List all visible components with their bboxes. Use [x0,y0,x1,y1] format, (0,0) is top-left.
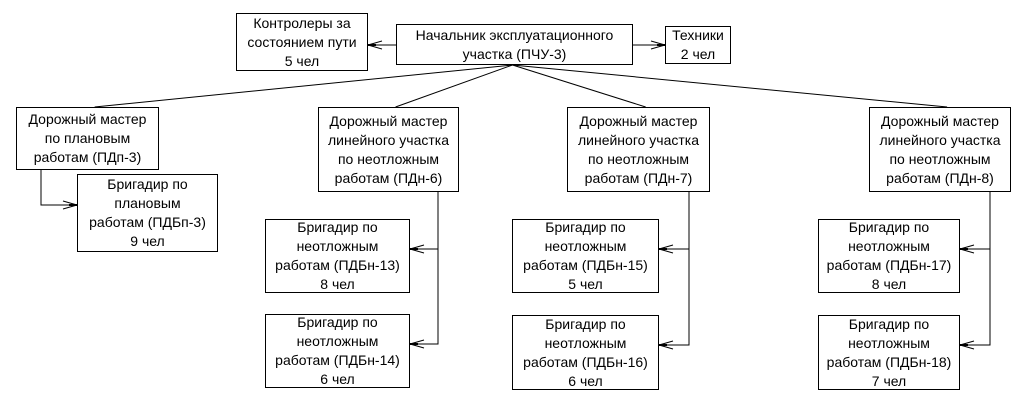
node-pdbn17-foreman: Бригадир по неотложным работам (ПДБн-17)… [818,219,960,293]
node-label: Бригадир по неотложным работам (ПДБн-16)… [523,315,648,389]
node-pdn7-master: Дорожный мастер линейного участка по нео… [567,107,710,192]
node-label: Контролеры за состоянием пути 5 чел [247,14,357,69]
edge-pchu3-pdp3 [94,64,513,108]
edge-pdp3-pdbp3-arrowhead [62,200,78,210]
node-pdp3-planned-master: Дорожный мастер по плановым работам (ПДп… [16,107,159,170]
edge-pchu3-pdn8 [512,64,948,108]
edge-pchu3-controllers-arrowhead [367,40,383,50]
node-pdbn13-foreman: Бригадир по неотложным работам (ПДБн-13)… [265,219,410,293]
edge-pdn7-pdbn15 [659,192,690,250]
node-label: Начальник эксплуатационного участка (ПЧУ… [415,26,614,62]
edge-pchu3-pdn6 [395,64,513,108]
edge-pdn7-pdbn16-arrowhead [658,340,674,350]
node-label: Техники 2 чел [672,27,724,62]
node-label: Дорожный мастер линейного участка по нео… [327,112,450,186]
edge-pdn8-pdbn17 [960,192,991,250]
edge-pdn6-pdbn13-arrowhead [409,244,425,254]
node-pdbn18-foreman: Бригадир по неотложным работам (ПДБн-18)… [818,315,960,390]
node-label: Дорожный мастер по плановым работам (ПДп… [28,111,147,165]
edge-pdp3-pdbp3 [40,170,77,206]
node-pdbp3-planned-foreman: Бригадир по плановым работам (ПДБп-3) 9 … [77,174,218,252]
node-label: Дорожный мастер линейного участка по нео… [879,112,1001,186]
node-label: Бригадир по неотложным работам (ПДБн-17)… [826,219,952,292]
edge-pdn6-pdbn14 [410,192,439,345]
edge-pdn8-pdbn18-arrowhead [959,340,975,350]
node-track-controllers: Контролеры за состоянием пути 5 чел [236,13,368,71]
node-label: Бригадир по неотложным работам (ПДБн-14)… [275,314,400,387]
edge-pdn8-pdbn18 [960,192,991,346]
node-label: Бригадир по неотложным работам (ПДБн-18)… [826,315,952,389]
node-pchu3-head: Начальник эксплуатационного участка (ПЧУ… [396,24,633,65]
node-technicians: Техники 2 чел [665,26,731,64]
node-pdbn15-foreman: Бригадир по неотложным работам (ПДБн-15)… [512,219,659,293]
edge-pdn6-pdbn14-arrowhead [409,339,425,349]
node-label: Бригадир по неотложным работам (ПДБн-13)… [275,219,400,292]
edge-pdn6-pdbn13 [410,192,439,250]
node-label: Дорожный мастер линейного участка по нео… [577,112,700,186]
edge-pdn7-pdbn15-arrowhead [658,244,674,254]
edge-pdn7-pdbn16 [659,192,690,346]
edge-pchu3-technicians-arrowhead [650,40,666,50]
node-pdn8-master: Дорожный мастер линейного участка по нео… [869,107,1011,192]
node-pdbn14-foreman: Бригадир по неотложным работам (ПДБн-14)… [265,314,410,388]
node-label: Бригадир по плановым работам (ПДБп-3) 9 … [89,176,206,249]
edge-pchu3-pdn7 [512,64,646,108]
node-label: Бригадир по неотложным работам (ПДБн-15)… [523,219,648,292]
edge-pdn8-pdbn17-arrowhead [959,244,975,254]
node-pdbn16-foreman: Бригадир по неотложным работам (ПДБн-16)… [512,315,659,390]
node-pdn6-master: Дорожный мастер линейного участка по нео… [318,107,459,192]
